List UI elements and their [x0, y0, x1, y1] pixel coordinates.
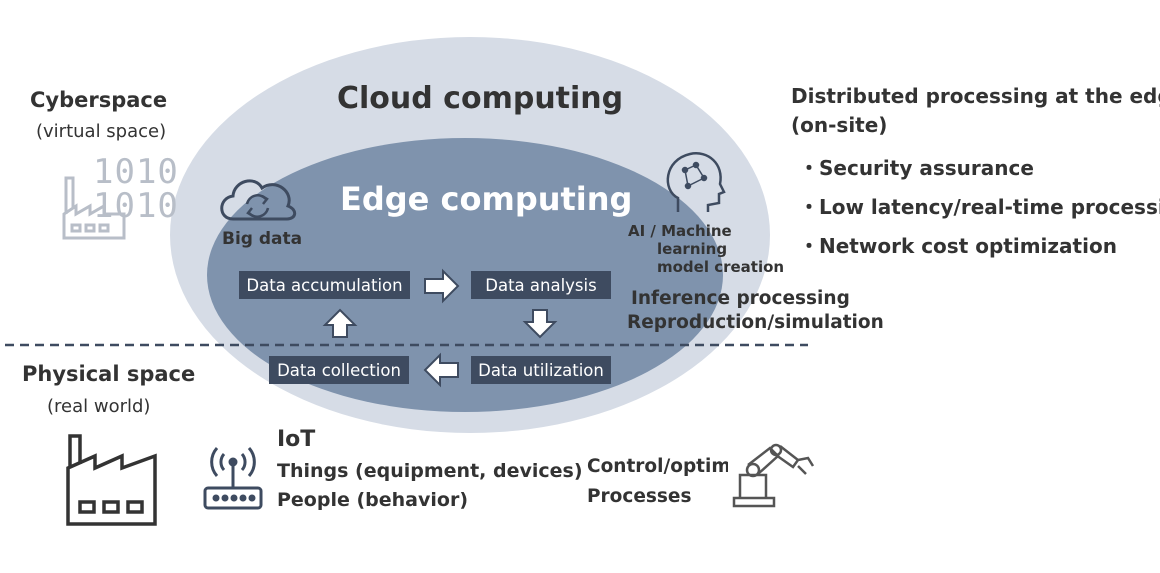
physical-subtitle: (real world): [47, 396, 151, 417]
cloud-icon: [220, 179, 297, 221]
iot-people: People (behavior): [277, 489, 469, 511]
router-icon: [203, 447, 263, 510]
ai-label-line2: learning: [657, 240, 728, 258]
bullet-security: ・Security assurance: [799, 156, 1034, 180]
cyberspace-subtitle: (virtual space): [36, 121, 167, 142]
big-data-label: Big data: [222, 229, 303, 249]
data-collection-box: Data collection: [269, 356, 409, 384]
data-analysis-box: Data analysis: [471, 271, 611, 299]
factory-icon: [66, 434, 157, 526]
cloud-title: Cloud computing: [337, 81, 624, 116]
iot-things: Things (equipment, devices): [277, 460, 583, 482]
inference-line1: Inference processing: [631, 288, 850, 309]
bullet-network: ・Network cost optimization: [799, 234, 1117, 258]
edge-title: Edge computing: [340, 180, 633, 218]
ai-label-line1: AI / Machine: [628, 222, 732, 240]
data-accumulation-box: Data accumulation: [239, 271, 410, 299]
arrow-left: [423, 352, 459, 388]
control-label: Control/optimi: [587, 456, 728, 477]
physical-title: Physical space: [22, 362, 196, 386]
distributed-subtitle: (on-site): [791, 113, 888, 137]
arrow-down: [522, 309, 558, 339]
bullet-latency: ・Low latency/real-time processing: [799, 195, 1160, 219]
binary-top: 1010: [93, 152, 179, 192]
distributed-title: Distributed processing at the edge: [791, 84, 1160, 108]
processes-label: Processes: [587, 486, 692, 507]
cyberspace-title: Cyberspace: [30, 88, 168, 112]
binary-bottom: 1010: [93, 186, 179, 226]
arrow-up: [322, 308, 358, 338]
ai-label-line3: model creation: [657, 258, 785, 276]
iot-title: IoT: [277, 427, 316, 452]
robot-arm-icon: [732, 443, 815, 508]
inference-line2: Reproduction/simulation: [627, 312, 884, 333]
edge-ellipse: [207, 138, 723, 412]
data-utilization-box: Data utilization: [471, 356, 611, 384]
cyber-factory-icon: [62, 176, 126, 240]
arrow-right: [424, 268, 460, 304]
ai-brain-icon: [666, 152, 726, 212]
